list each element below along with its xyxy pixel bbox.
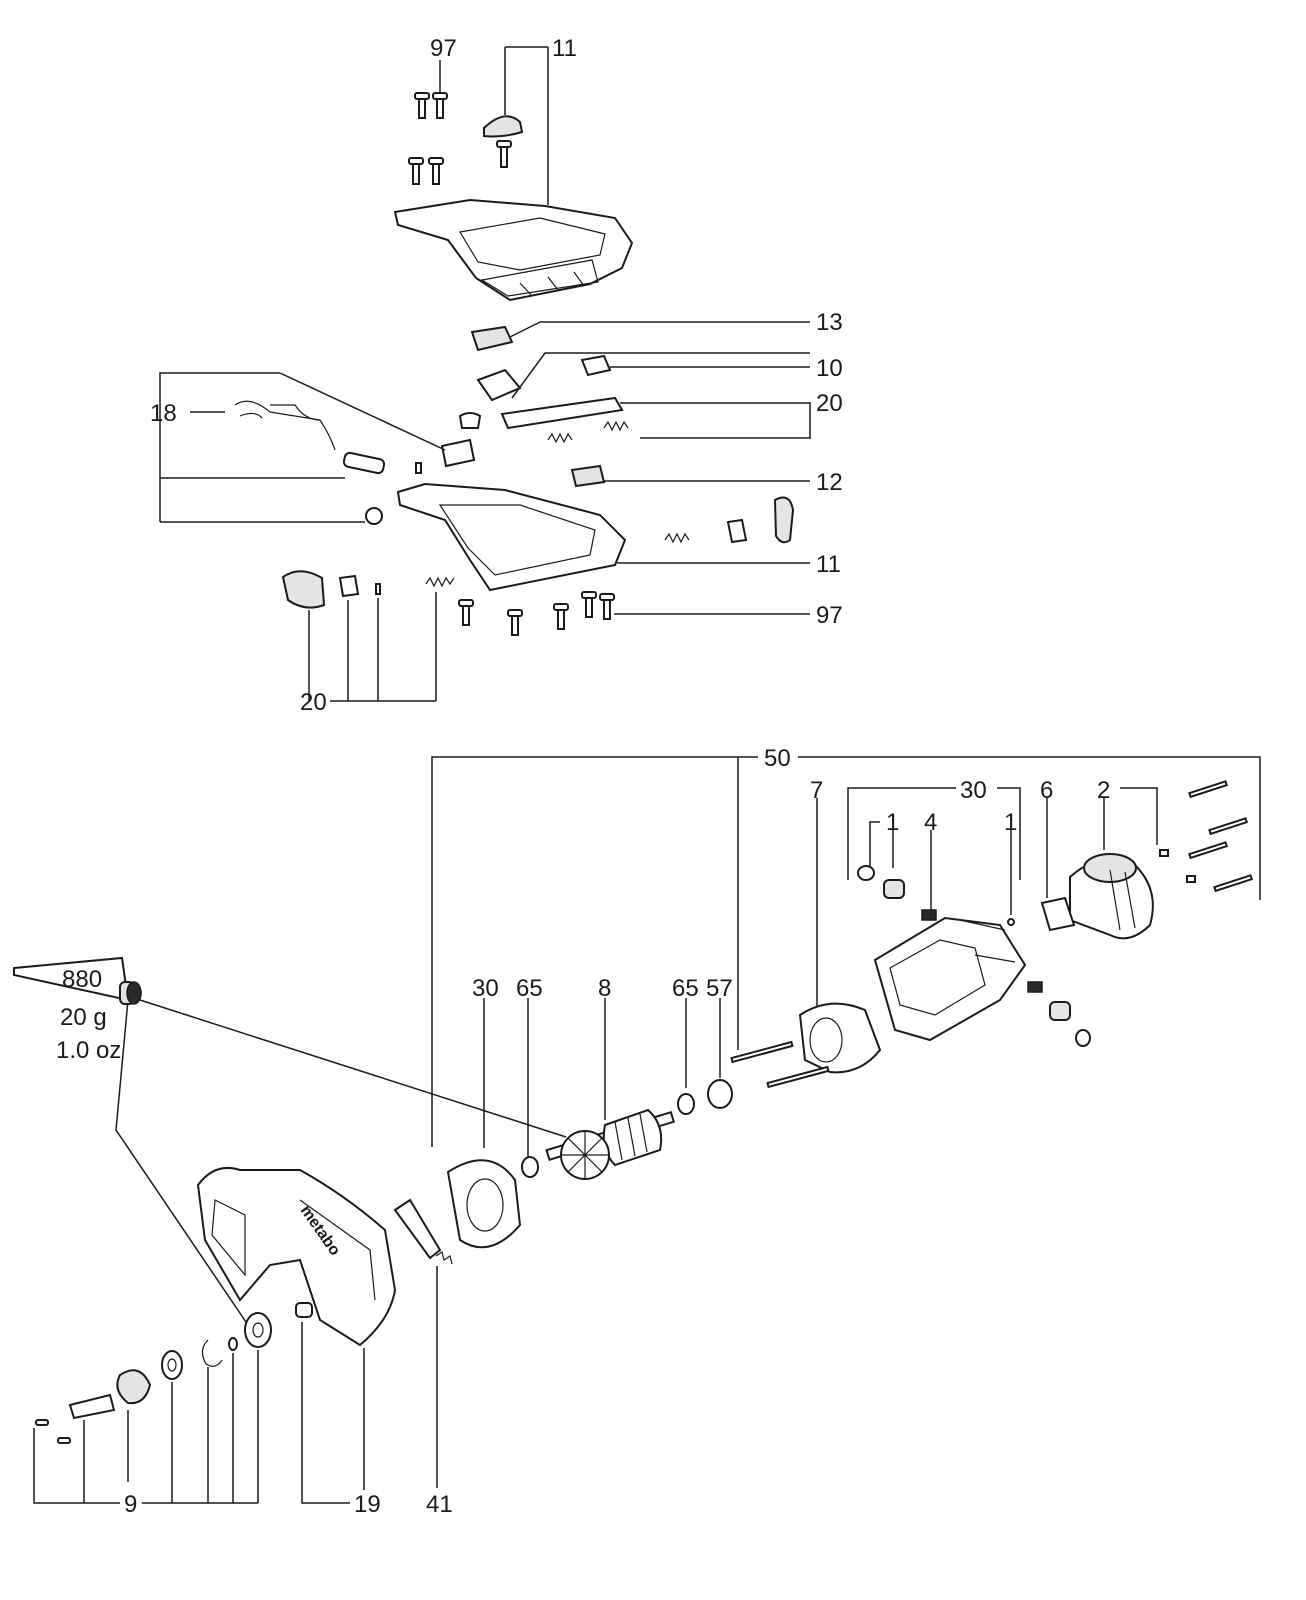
callout-20-bottom: 20 — [300, 689, 327, 716]
screw-97-top-group — [408, 92, 512, 185]
leader-2 — [1103, 787, 1158, 850]
leader-30-top — [847, 787, 1021, 880]
terminal-block — [440, 438, 476, 468]
callout-41: 41 — [426, 1491, 453, 1518]
callout-65-b: 65 — [672, 975, 699, 1002]
long-screw-2 — [766, 1065, 830, 1089]
pin-1-right — [1007, 918, 1015, 926]
leader-lines-top — [159, 46, 811, 702]
spring-c — [664, 532, 690, 544]
grease-leader-2 — [115, 999, 249, 1326]
callout-11-top: 11 — [552, 35, 577, 62]
callout-10: 10 — [816, 355, 843, 382]
spring-b — [603, 420, 629, 432]
latch — [726, 518, 748, 544]
callout-7: 7 — [810, 777, 823, 804]
bearing-65-a — [521, 1156, 539, 1178]
leader-19 — [301, 1322, 365, 1504]
callout-65-a: 65 — [516, 975, 543, 1002]
spring-a — [547, 432, 573, 444]
callout-50: 50 — [764, 745, 791, 772]
lever-knob — [773, 496, 795, 544]
long-screw-1 — [730, 1040, 794, 1064]
clip — [338, 574, 360, 598]
washer-1-left — [857, 865, 875, 881]
screw-97-bottom-group — [458, 591, 615, 636]
callout-8: 8 — [598, 975, 611, 1002]
callout-57: 57 — [706, 975, 733, 1002]
slider-20 — [500, 396, 624, 430]
callout-9: 9 — [124, 1491, 137, 1518]
callout-13: 13 — [816, 309, 843, 336]
washer-right — [1075, 1029, 1091, 1047]
stator-7 — [798, 1002, 882, 1074]
knob-20 — [281, 570, 326, 609]
power-cord-18 — [234, 400, 386, 525]
end-cap-2 — [1069, 853, 1154, 940]
handle-cover-top — [393, 198, 634, 302]
callout-6: 6 — [1040, 777, 1053, 804]
callout-30-top: 30 — [960, 777, 987, 804]
callout-1-left: 1 — [886, 809, 899, 836]
motor-housing — [873, 916, 1027, 1042]
callout-20-right: 20 — [816, 390, 843, 417]
knob-cap — [483, 115, 524, 138]
screw-small — [415, 462, 422, 474]
callout-97-top: 97 — [430, 35, 457, 62]
grease-code: 880 — [62, 966, 102, 993]
spring-clip-41 — [393, 1198, 453, 1265]
pin — [375, 583, 381, 595]
block-10 — [580, 354, 612, 377]
callout-12: 12 — [816, 469, 843, 496]
bushing-19 — [295, 1302, 313, 1318]
callout-30-mid: 30 — [472, 975, 499, 1002]
cap-small — [458, 412, 482, 429]
base-housing — [396, 482, 627, 592]
switch-12 — [570, 464, 606, 488]
callout-18: 18 — [150, 400, 177, 427]
leader-1-left — [869, 821, 894, 868]
leader-9 — [33, 1350, 259, 1504]
grease-weight-oz: 1.0 oz — [56, 1037, 121, 1064]
block-6 — [1040, 896, 1076, 932]
brush-4 — [921, 909, 937, 921]
switch-13 — [470, 325, 514, 352]
brush-cap-1 — [883, 879, 905, 899]
callout-19: 19 — [354, 1491, 381, 1518]
brush-cap-right — [1049, 1001, 1071, 1021]
grease-tube — [13, 956, 142, 1005]
screws-2 — [1159, 780, 1254, 893]
spring-d — [425, 576, 455, 588]
leader-50 — [431, 756, 1261, 1147]
bearing-57 — [707, 1079, 733, 1109]
callout-1-right: 1 — [1004, 809, 1017, 836]
armature-8 — [545, 1108, 676, 1180]
gear-stack-9 — [35, 1312, 272, 1444]
grease-leader — [139, 999, 567, 1138]
callout-97-bottom: 97 — [816, 602, 843, 629]
callout-4: 4 — [924, 809, 937, 836]
callout-11-mid: 11 — [816, 551, 841, 578]
callout-2: 2 — [1097, 777, 1110, 804]
fan-guide-30 — [446, 1159, 522, 1249]
grease-weight-g: 20 g — [60, 1004, 107, 1031]
gear-housing-19: metabo — [196, 1166, 397, 1347]
brush-right — [1027, 981, 1043, 993]
bearing-65-b — [677, 1093, 695, 1115]
